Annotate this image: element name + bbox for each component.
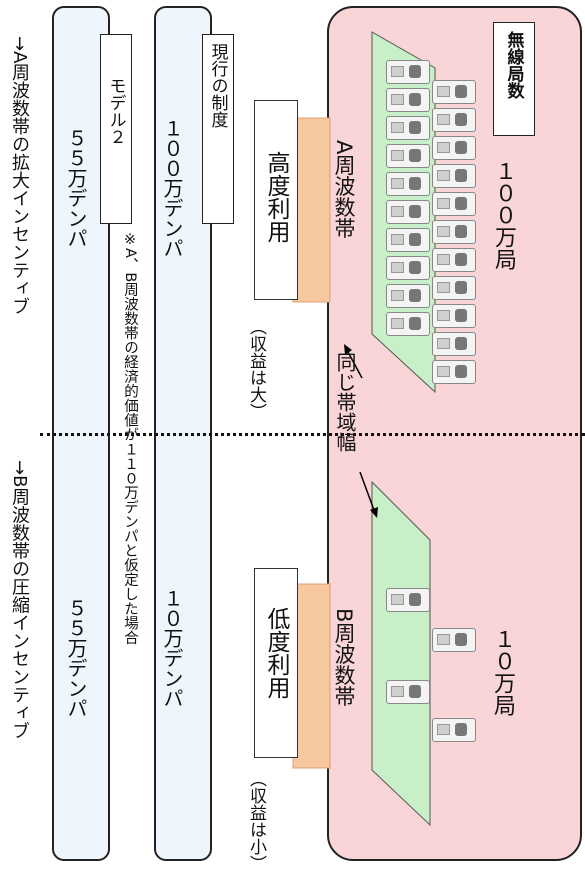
mobile-phone-icon (432, 136, 476, 160)
pointer-arrow-b (359, 471, 375, 511)
current-system-label: 現行の制度 (207, 43, 228, 128)
mobile-phone-icon (386, 144, 430, 168)
pointer-arrow-a (347, 351, 363, 379)
mobile-phone-icon (432, 164, 476, 188)
mobile-phone-icon (386, 312, 430, 336)
band-a-revenue-note: （収益は大） (246, 318, 266, 420)
current-system-label-box: 現行の制度 (202, 34, 234, 224)
band-a-station-count: １００万局 (491, 160, 516, 270)
current-a-value: １００万デンパ (160, 118, 184, 258)
mobile-phone-icon (386, 60, 430, 84)
model2-a-value: ５５万デンパ (64, 128, 88, 248)
mobile-phone-icon (432, 304, 476, 328)
mobile-phone-icon (386, 88, 430, 112)
mobile-phone-icon (386, 284, 430, 308)
band-b-incentive: →B周波数帯の圧縮インセンティブ (9, 460, 30, 740)
band-a-usage: 高度利用 (263, 151, 289, 243)
mobile-phone-icon (432, 360, 476, 384)
band-b-usage-box: 低度利用 (254, 568, 298, 758)
band-b-revenue-note: （収益は小） (246, 770, 266, 872)
mobile-phone-icon (386, 116, 430, 140)
band-b-name: B周波数帯 (332, 608, 356, 707)
stations-label: 無線局数 (503, 31, 524, 99)
band-a-incentive: →A周波数帯の拡大インセンティブ (9, 36, 30, 316)
band-a-name: A周波数帯 (332, 140, 356, 239)
stations-label-box: 無線局数 (493, 22, 535, 136)
band-b-usage: 低度利用 (263, 607, 289, 699)
band-b-station-count: １０万局 (490, 628, 515, 716)
mobile-phone-icon (386, 588, 430, 612)
same-bandwidth-label: 同じ帯域幅 (333, 352, 357, 452)
mobile-phone-icon (386, 172, 430, 196)
band-b-shape (371, 480, 431, 827)
band-a-usage-box: 高度利用 (254, 100, 298, 300)
assumption-note: ※A、B周波数帯の経済的価値が１１０万デンパと仮定した場合 (122, 232, 138, 645)
mobile-phone-icon (432, 248, 476, 272)
mobile-phone-icon (432, 276, 476, 300)
model2-b-value: ５５万デンパ (64, 598, 88, 718)
mobile-phone-icon (386, 200, 430, 224)
model2-label: モデル２ (105, 77, 126, 145)
mobile-phone-icon (432, 332, 476, 356)
model2-label-box: モデル２ (100, 34, 132, 224)
divider-line (40, 433, 585, 436)
current-b-value: １０万デンパ (160, 588, 184, 708)
mobile-phone-icon (432, 108, 476, 132)
mobile-phone-icon (386, 256, 430, 280)
mobile-phone-icon (432, 80, 476, 104)
mobile-phone-icon (432, 220, 476, 244)
mobile-phone-icon (432, 718, 476, 742)
mobile-phone-icon (432, 628, 476, 652)
mobile-phone-icon (386, 228, 430, 252)
mobile-phone-icon (386, 680, 430, 704)
mobile-phone-icon (432, 192, 476, 216)
